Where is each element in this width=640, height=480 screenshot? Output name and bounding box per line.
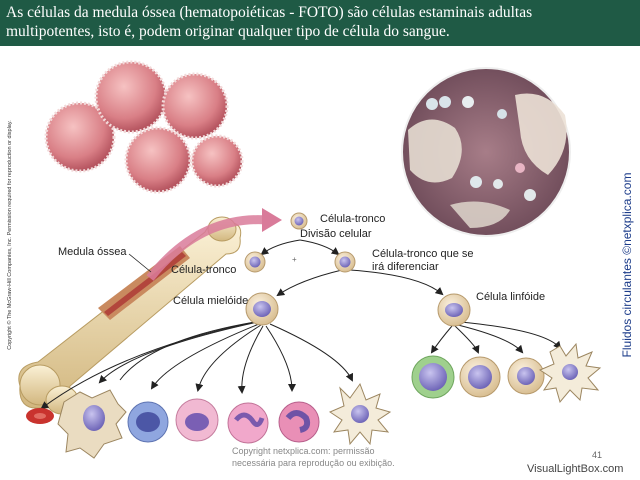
permission-line-2: necessária para reprodução ou exibição. (232, 458, 395, 468)
side-site-credit: Fluidos circulantes ©netxplica.com (620, 172, 634, 358)
permission-line-1: Copyright netxplica.com: permissão (232, 446, 375, 456)
bone-marrow-micrograph (401, 67, 571, 237)
watermark: VisualLightBox.com (527, 463, 624, 475)
stem-cell-top (290, 212, 308, 230)
eosinophil-cell (175, 398, 219, 442)
label-lymphoid-cell: Célula linfóide (476, 291, 546, 303)
side-copyright-notice: Copyright © The McGraw-Hill Companies, I… (7, 120, 13, 350)
title-bar: As células da medula óssea (hematopoiéti… (0, 0, 640, 46)
megakaryocyte-cell (328, 382, 392, 446)
title-line-1: As células da medula óssea (hematopoiéti… (6, 4, 533, 21)
label-cell-division: Divisão celular (300, 228, 372, 240)
label-medula-ossea: Medula óssea (58, 246, 127, 258)
label-differentiating-stem-line-2: irá diferenciar (372, 261, 439, 273)
label-differentiating-stem-line-1: Célula-tronco que se (372, 248, 474, 260)
lymphocyte-cell (459, 356, 501, 398)
macrophage-cell (57, 389, 127, 459)
plus-sign: + (292, 255, 297, 264)
monocyte-cell (278, 401, 320, 443)
page-number: 41 (592, 450, 603, 460)
lymphocyte-green-cell (411, 355, 455, 399)
myeloid-cell (245, 292, 279, 326)
plasma-cell (507, 357, 545, 395)
red-blood-cell (26, 408, 54, 424)
basophil-cell (127, 401, 169, 443)
stem-cell-left (244, 251, 266, 273)
neutrophil-cell (227, 402, 269, 444)
permission-note: Copyright netxplica.com: permissão neces… (232, 445, 395, 469)
label-stem-cell-left: Célula-tronco (171, 264, 237, 276)
lymphoid-cell (437, 293, 471, 327)
stem-cell-differentiating (334, 251, 356, 273)
bone (18, 208, 282, 415)
stem-cells-photo (44, 60, 244, 194)
dendritic-cell (538, 342, 602, 404)
label-stem-cell-top: Célula-tronco (320, 213, 386, 225)
title-line-2: multipotentes, isto é, podem originar qu… (6, 23, 450, 40)
label-myeloid-cell: Célula mielóide (173, 295, 249, 307)
lineage-arrows (40, 239, 562, 410)
